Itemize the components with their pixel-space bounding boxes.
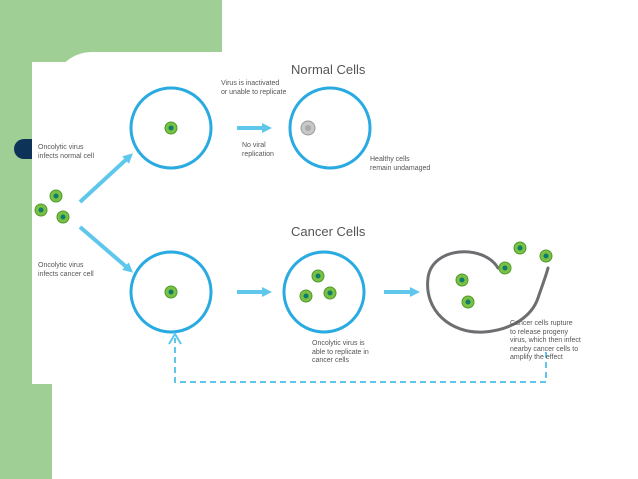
feedback-loop-arrow (174, 338, 547, 383)
released-virus-group (455, 241, 553, 309)
label-no-replication: No viral replication (242, 142, 274, 158)
label-replicate: Oncolytic virus is able to replicate in … (312, 340, 369, 364)
ruptured-cancer-cell (426, 250, 550, 334)
label-rupture: Cancer cells rupture to release progeny … (510, 320, 581, 361)
slide-bullet-marker (14, 139, 32, 159)
label-inactivated: Virus is inactivated or unable to replic… (221, 80, 287, 96)
arrow-to-cancer-cell (78, 225, 134, 273)
initial-virus-cluster (34, 189, 70, 224)
normal-cells-heading: Normal Cells (291, 62, 366, 77)
arrow-to-normal-cell (78, 153, 133, 204)
label-infects-cancer: Oncolytic virus infects cancer cell (38, 262, 94, 278)
diagram-graphics (34, 86, 553, 383)
normal-cell-healthy (288, 86, 372, 170)
label-infects-normal: Oncolytic virus infects normal cell (38, 144, 95, 160)
feedback-loop-arrowhead (168, 332, 182, 345)
replicated-virus-group (299, 269, 337, 303)
label-healthy: Healthy cells remain undamaged (370, 156, 431, 172)
cancer-cells-heading: Cancer Cells (291, 224, 366, 239)
oncolytic-virus-diagram: Normal Cells Cancer Cells Oncolytic viru… (32, 62, 592, 384)
